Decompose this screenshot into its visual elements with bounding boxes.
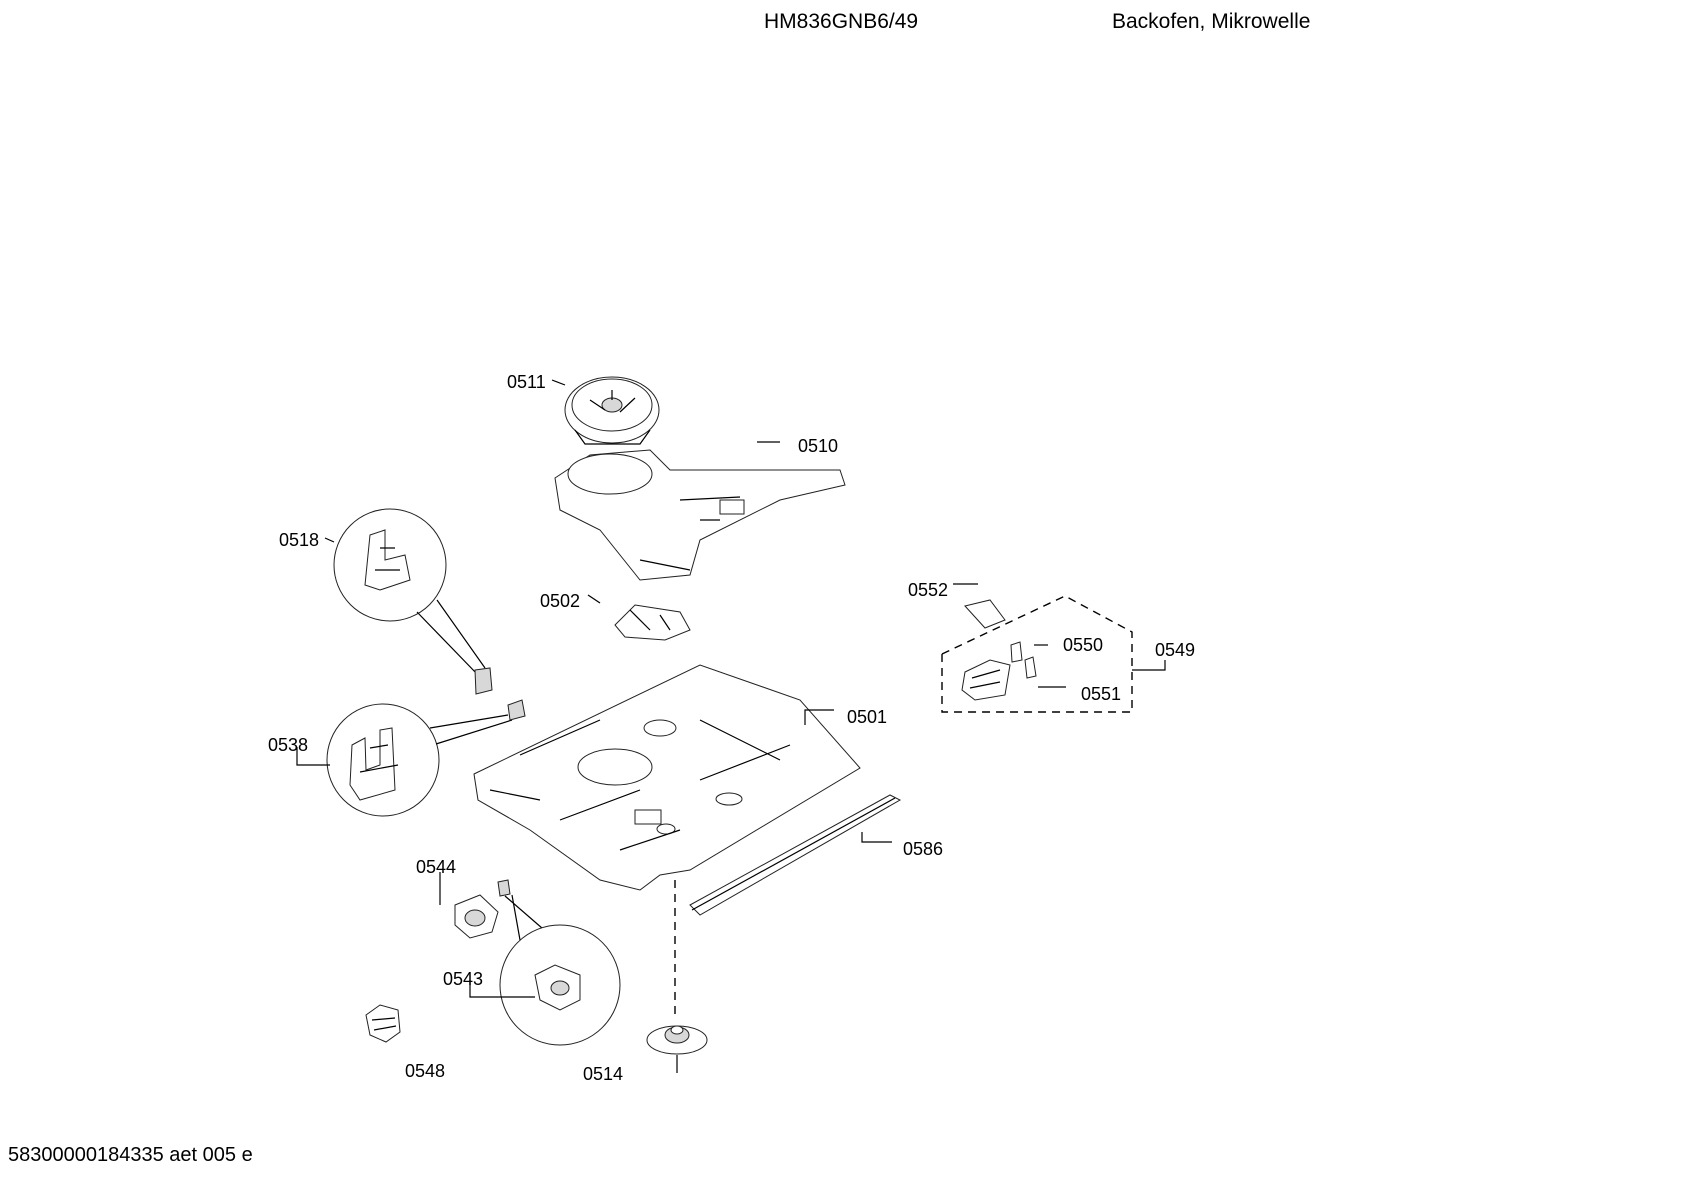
part-0552-clip[interactable]: [964, 599, 1006, 629]
label-0514: 0514: [583, 1064, 623, 1084]
leader-0549: [1132, 660, 1166, 671]
leader-0538: [296, 747, 330, 766]
label-0518: 0518: [279, 530, 319, 550]
part-0538-bracket-detail[interactable]: [326, 703, 440, 817]
appliance-type: Backofen, Mikrowelle: [1112, 10, 1311, 33]
part-0514-foot[interactable]: [646, 1025, 708, 1055]
leader-0543: [469, 980, 535, 998]
part-0501-base-plate[interactable]: [473, 664, 861, 891]
label-0586: 0586: [903, 839, 943, 859]
part-0510-duct-cover[interactable]: [554, 449, 846, 581]
part-0544-pin[interactable]: [497, 879, 511, 897]
leader-0586: [861, 832, 892, 843]
leader-0518: [324, 537, 335, 543]
part-0502-bracket[interactable]: [614, 604, 691, 641]
part-0544-motor[interactable]: [454, 894, 499, 939]
part-0518-bracket-detail[interactable]: [333, 508, 447, 622]
leader-0511: [551, 379, 566, 386]
part-0550-contact[interactable]: [1010, 641, 1023, 663]
part-0538-small[interactable]: [507, 699, 526, 721]
part-0518-small[interactable]: [474, 667, 493, 695]
part-0549-connector[interactable]: [961, 659, 1011, 701]
label-0543: 0543: [443, 969, 483, 989]
label-0550: 0550: [1063, 635, 1103, 655]
label-0551: 0551: [1081, 684, 1121, 704]
leader-0501: [804, 709, 834, 725]
leader-0538-callout: [429, 714, 513, 745]
model-number: HM836GNB6/49: [764, 10, 919, 33]
label-0538: 0538: [268, 735, 308, 755]
part-0551-contact[interactable]: [1024, 656, 1037, 679]
document-code: 58300000184335 aet 005 e: [8, 1144, 253, 1166]
label-0510: 0510: [798, 436, 838, 456]
part-0511-fan[interactable]: [564, 376, 660, 445]
label-0549: 0549: [1155, 640, 1195, 660]
label-0502: 0502: [540, 591, 580, 611]
part-0548-bracket[interactable]: [365, 1004, 401, 1043]
label-0501: 0501: [847, 707, 887, 727]
label-0544: 0544: [416, 857, 456, 877]
label-0552: 0552: [908, 580, 948, 600]
group-0549-outline: [941, 595, 1133, 713]
leader-0502: [587, 594, 601, 604]
part-0543-motor-detail[interactable]: [499, 924, 621, 1046]
label-0511: 0511: [507, 372, 546, 392]
leader-0518-callout: [416, 599, 486, 676]
label-0548: 0548: [405, 1061, 445, 1081]
part-0586-rail[interactable]: [689, 794, 902, 916]
